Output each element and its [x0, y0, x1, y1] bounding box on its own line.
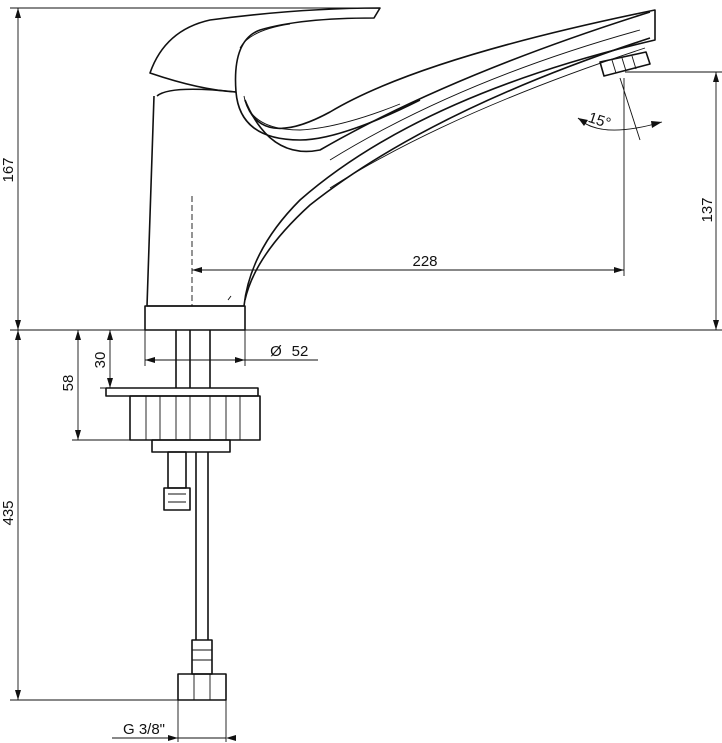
fixing-nut [105, 387, 261, 453]
inlet-hoses [163, 451, 227, 701]
label-diameter-symbol: Ø [270, 343, 282, 360]
label-angle: 15° [586, 109, 613, 132]
dimension-435: 435 [0, 330, 226, 701]
label-52: 52 [292, 343, 309, 360]
faucet-body [144, 9, 656, 331]
dimension-angle: 15° [577, 77, 663, 141]
label-435: 435 [0, 500, 17, 525]
dimension-228: 228 [192, 78, 625, 276]
faucet-lever [149, 7, 421, 141]
label-167: 167 [0, 157, 17, 182]
mounting-stud [175, 330, 211, 388]
label-thread: G 3/8" [123, 721, 165, 738]
dimension-30: 30 [92, 330, 132, 389]
label-137: 137 [699, 197, 716, 222]
dimension-58: 58 [60, 330, 154, 441]
label-228: 228 [412, 253, 437, 270]
dimension-52: Ø 52 [144, 330, 318, 366]
label-58: 58 [60, 375, 77, 392]
label-30: 30 [92, 352, 109, 369]
dimension-167: 167 [0, 7, 380, 330]
dimension-thread: G 3/8" [112, 700, 236, 742]
faucet-spout [244, 11, 651, 301]
dimension-137: 137 [625, 71, 722, 330]
